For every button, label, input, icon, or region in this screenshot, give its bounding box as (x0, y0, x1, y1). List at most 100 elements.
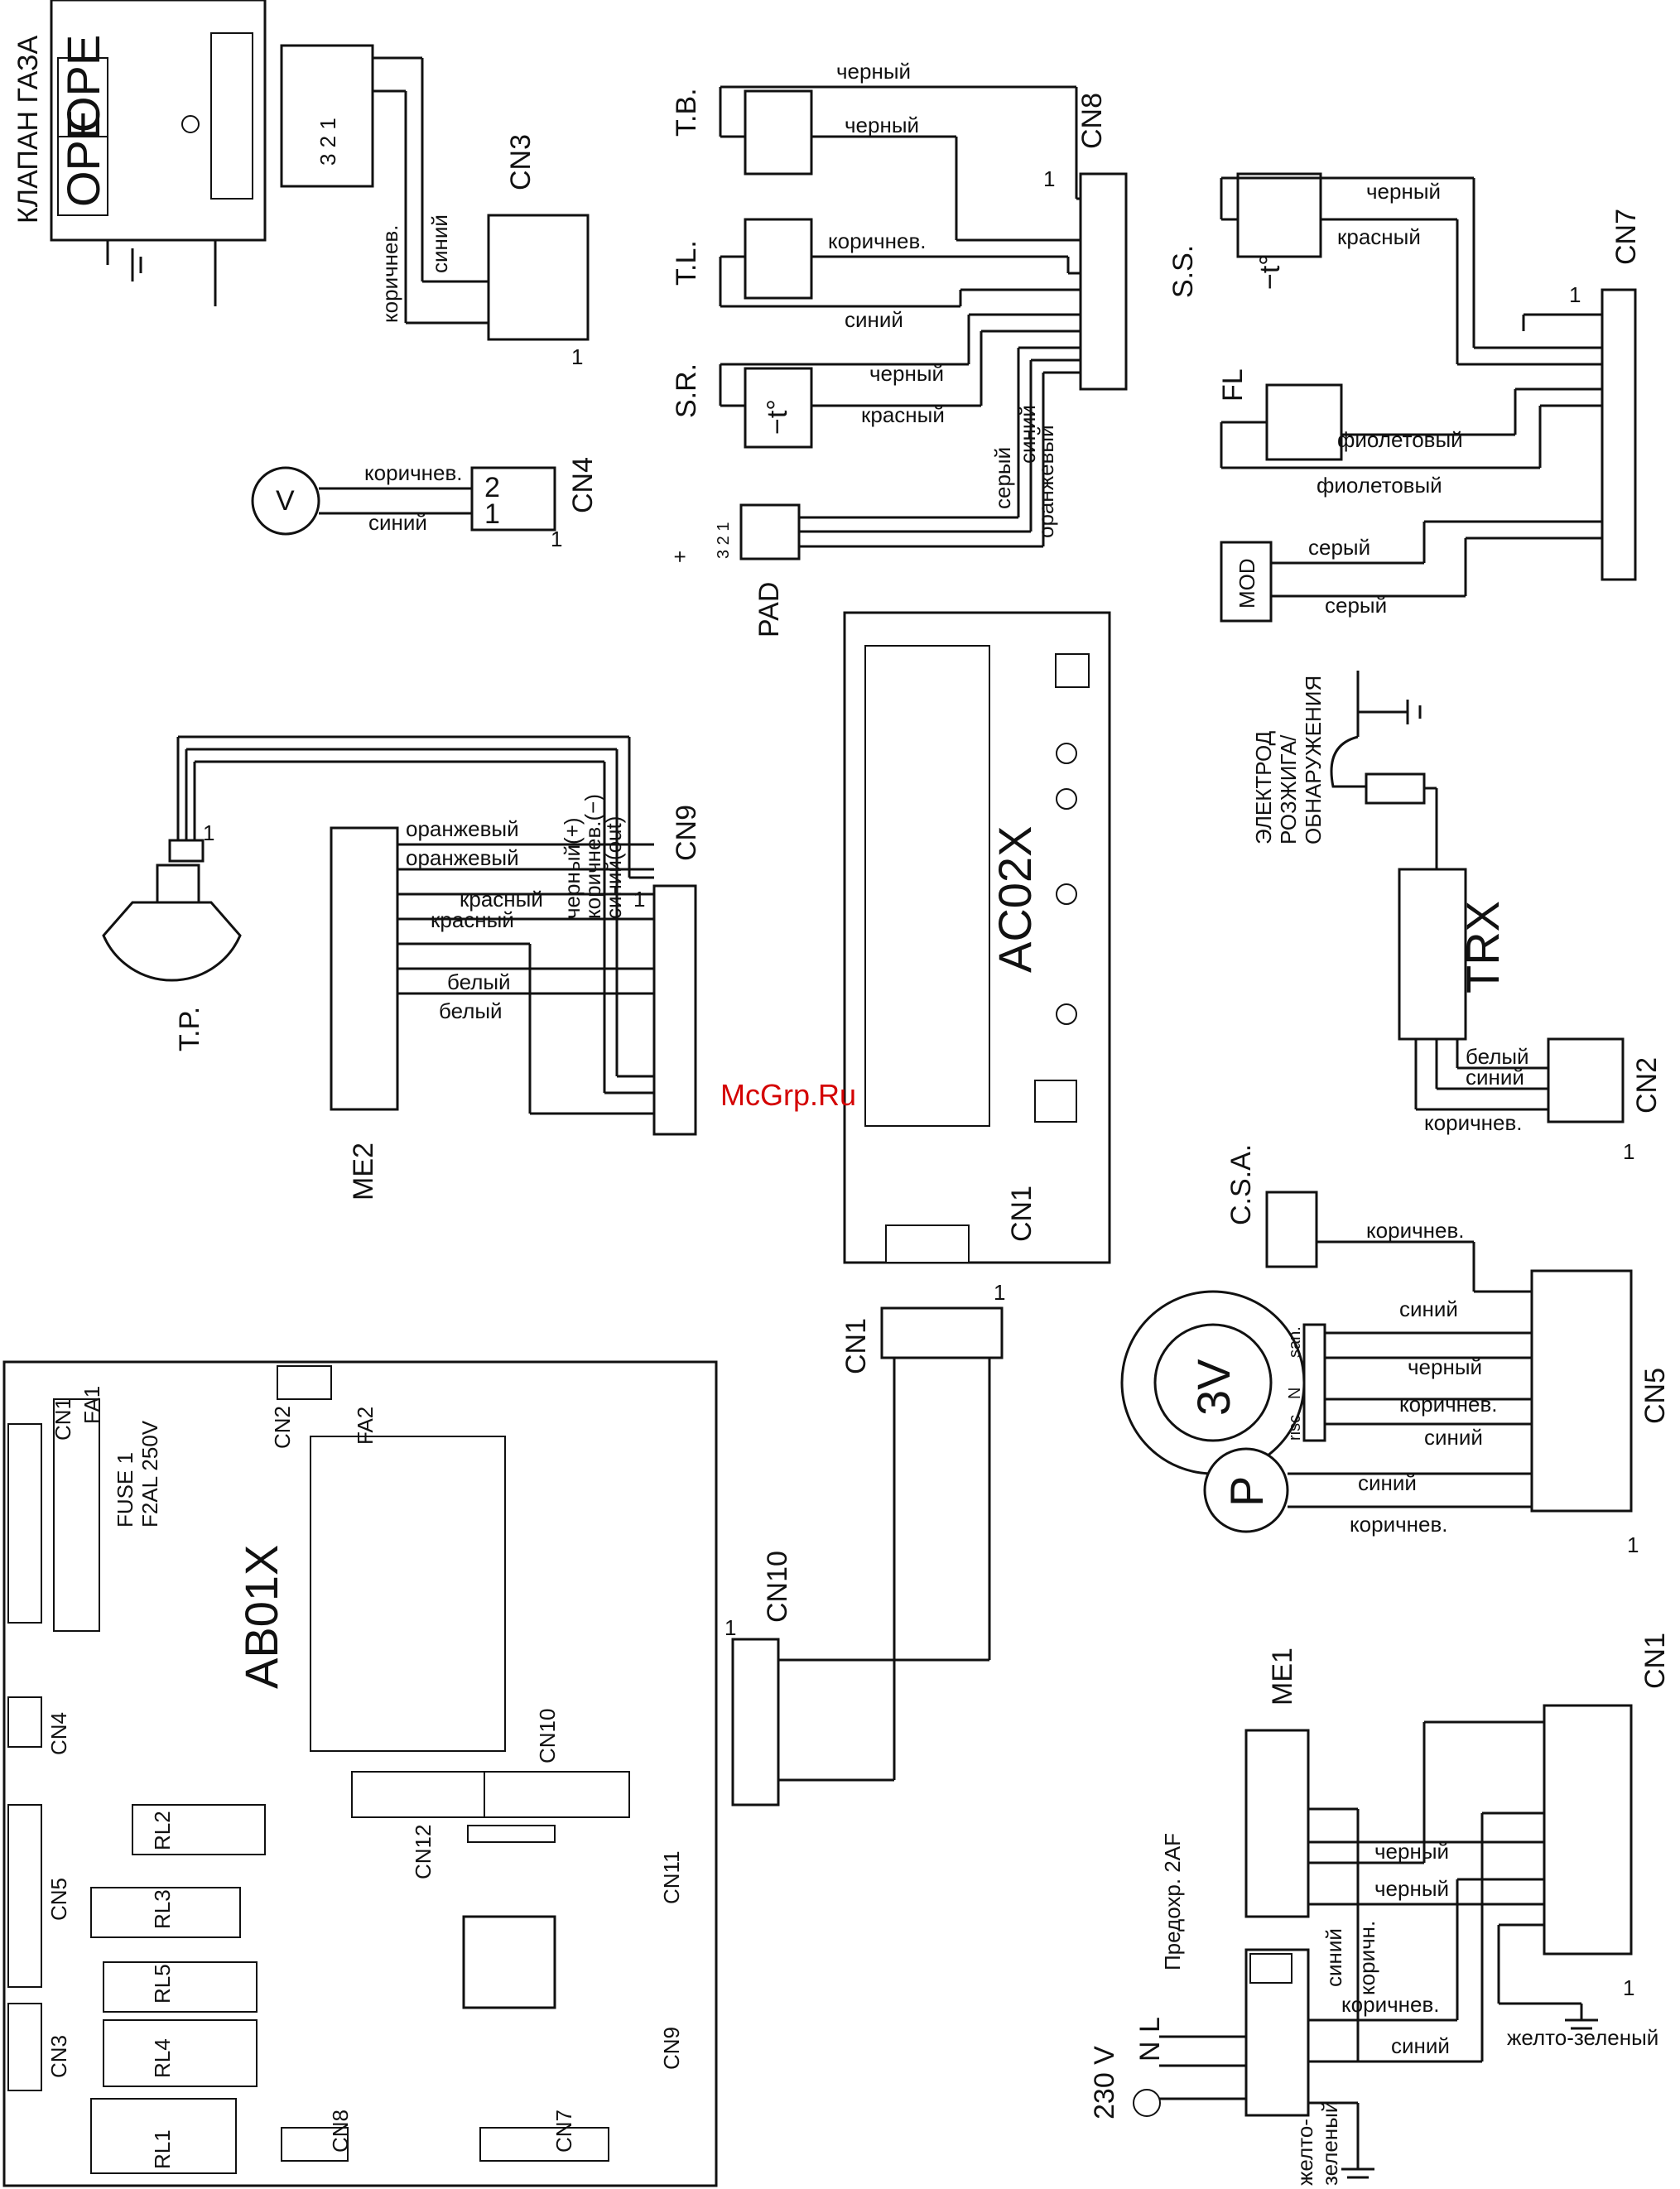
tp-sensor (102, 901, 242, 982)
wire-brown-cn3: коричнев. (378, 224, 402, 323)
rl1-label: RL1 (150, 2129, 175, 2169)
cn11-label: CN11 (659, 1850, 684, 1904)
wire-blue-me1-2: синий (1391, 2033, 1450, 2058)
ss-temp-symbol: −t° (1254, 254, 1286, 290)
wire-blue-cn3: синий (427, 214, 452, 273)
tp-label: T.P. (174, 1007, 205, 1051)
button-fill-icon (1056, 743, 1077, 764)
button-clima-icon (1056, 883, 1077, 905)
ground-icon (181, 115, 200, 133)
me1-label: ME1 (1267, 1648, 1298, 1705)
me2-label: ME2 (348, 1143, 379, 1200)
cn3-pin1: 1 (571, 344, 583, 369)
wire-brown-trx: коричнев. (1424, 1110, 1523, 1135)
trx-box (1398, 868, 1467, 1041)
wire-blue-cn5-2: синий (1424, 1425, 1483, 1450)
cn1-main-label: CN1 (1639, 1633, 1671, 1689)
wire-grey-pad: серый (990, 447, 1015, 509)
wire-black-ss: черный (1366, 179, 1441, 204)
rl2-label: RL2 (150, 1811, 175, 1850)
fa2-label: FA2 (353, 1407, 378, 1445)
cn5-pin1: 1 (1627, 1532, 1639, 1557)
fuse-label: FUSE 1 (113, 1452, 137, 1527)
cn1-cable-pin1: 1 (994, 1280, 1005, 1305)
wire-yellow-green-pe-2: зеленый (1317, 2101, 1342, 2186)
button-reset-icon (1056, 1003, 1077, 1025)
csa-box (1265, 1191, 1318, 1268)
ss-sensor (1236, 172, 1322, 258)
cn3-group: 3 2 1 коричнев. синий CN3 1 (280, 44, 590, 369)
sr-sensor (744, 367, 813, 449)
fan-pin2: 2 (484, 472, 500, 503)
wire-blue-cn5-3: синий (1358, 1470, 1417, 1495)
trx-group: ЭЛЕКТРОД РОЗЖИГА/ ОБНАРУЖЕНИЯ TRX белый … (1251, 671, 1663, 1164)
cn4-board-label: CN4 (46, 1712, 71, 1755)
cn8-label: CN8 (1076, 93, 1108, 149)
fan-label: V (276, 485, 295, 517)
tb-label: T.B. (671, 88, 702, 137)
pad-label: PAD (753, 582, 785, 637)
wire-black-cn5: черный (1408, 1354, 1482, 1379)
relay-rl1 (90, 2098, 237, 2174)
mod-label: MOD (1235, 558, 1259, 609)
wire-grey-mod2: серый (1325, 593, 1387, 618)
wire-blue-pad: синий (1015, 405, 1040, 464)
electrode-label-1: ЭЛЕКТРОД (1251, 730, 1276, 844)
cn2-board-label: CN2 (270, 1406, 295, 1449)
cn9-group: T.P. 1 ME2 CN9 1 оранжевый оранжевый кра… (102, 735, 702, 1200)
sr-label: S.R. (671, 363, 702, 418)
cn1-board-label: CN1 (51, 1398, 75, 1441)
tb-thermostat (744, 89, 813, 176)
cn9-label: CN9 (671, 805, 702, 861)
cn7-label: CN7 (1610, 209, 1642, 265)
wire-grey-mod1: серый (1308, 535, 1370, 560)
wire-red-me2-1: красный (460, 887, 543, 912)
cn1-display-label: CN1 (1006, 1186, 1037, 1242)
gas-valve: КЛАПАН ГАЗА OPE OPE (12, 0, 267, 306)
cn8-board-label: CN8 (328, 2110, 353, 2153)
cn10-cable-label: CN10 (762, 1551, 793, 1623)
rl5-label: RL5 (150, 1964, 175, 2004)
wire-black-sr: черный (869, 361, 944, 386)
fl-label: FL (1217, 368, 1249, 402)
tl-label: T.L. (671, 240, 702, 286)
fa1-label: FA1 (79, 1386, 104, 1424)
relay-rl5 (103, 1961, 258, 2013)
3v-label: 3V (1187, 1359, 1240, 1416)
wire-red-ss: красный (1337, 224, 1421, 249)
wire-brown-minus: коричнев.(−) (580, 794, 605, 919)
pump-label: P (1220, 1476, 1273, 1507)
wire-black-tb2: черный (845, 113, 919, 137)
relay-rl2 (132, 1804, 266, 1855)
ss-label: S.S. (1167, 245, 1199, 298)
cn3-board-label: CN3 (46, 2035, 71, 2078)
cn10-cable-pin1: 1 (724, 1615, 736, 1640)
wire-orange-me2-2: оранжевый (406, 845, 519, 870)
wire-white-trx: белый (1466, 1044, 1529, 1069)
rl3-label: RL3 (150, 1889, 175, 1929)
cn8-pin1: 1 (1043, 166, 1055, 191)
pad-pins: 3 2 1 (715, 522, 733, 559)
tp-pin1: 1 (203, 820, 214, 845)
mains-l-label: L (1134, 2017, 1166, 2033)
relay-rl3 (90, 1887, 241, 1938)
csa-label: C.S.A. (1225, 1144, 1257, 1225)
3v-san: san. (1286, 1326, 1304, 1358)
rl4-label: RL4 (150, 2038, 175, 2078)
plug-pins: 3 2 1 (315, 118, 340, 166)
wire-violet-fl1: фиолетовый (1337, 427, 1463, 452)
wire-red-sr: красный (861, 402, 945, 427)
wire-black-me1-1: черный (1374, 1839, 1449, 1864)
cn5-group: C.S.A. 3V san. N risc. P CN5 1 коричнев.… (1120, 1144, 1671, 1557)
cn1-main-pin1: 1 (1623, 1975, 1634, 2000)
knob-top (1055, 653, 1090, 688)
me1-group: ME1 Предохр. 2AF CN1 1 230 V N (1089, 1633, 1671, 2186)
fl-flowswitch (1265, 383, 1343, 461)
cn8-group: T.B. T.L. S.R. −t° CN8 1 черный черный к… (671, 59, 1128, 449)
cn9-pin1: 1 (633, 887, 645, 912)
ope-label-1: OPE (57, 109, 109, 207)
cn7-pin1: 1 (1569, 282, 1581, 307)
ab01x-label: AB01X (235, 1545, 287, 1689)
fuse-rating-label: F2AL 250V (137, 1420, 162, 1527)
